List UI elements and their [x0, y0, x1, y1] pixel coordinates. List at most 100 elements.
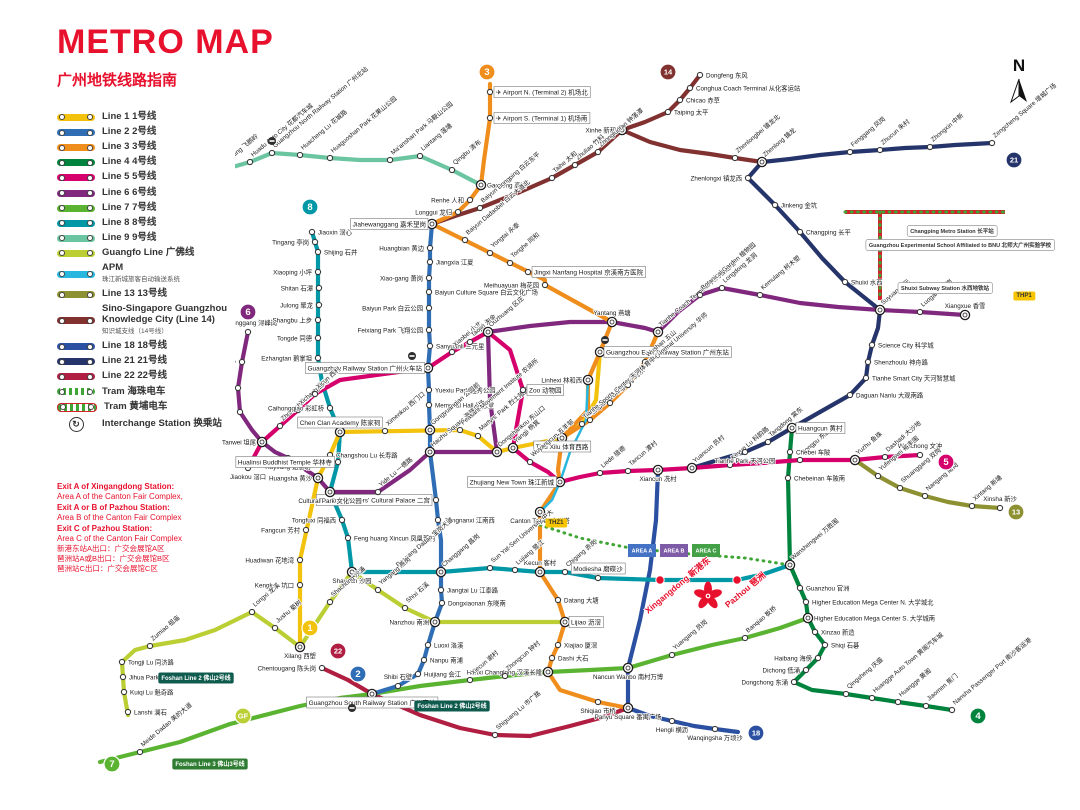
station: [416, 152, 424, 160]
station: [466, 676, 474, 684]
line-badge-label: 13: [1012, 508, 1020, 517]
station: [916, 451, 924, 459]
station-label: Lanshi 澜石: [134, 708, 167, 717]
interchange-station-inner: [429, 221, 435, 227]
line-badge-7: [103, 755, 121, 773]
station-label: Nansha Passenger Port 南沙客运港: [951, 635, 1034, 707]
interchange-station: [346, 566, 358, 578]
station: [491, 731, 499, 739]
line-badge-label: 3: [484, 67, 489, 78]
station: [676, 96, 684, 104]
station: [668, 717, 676, 725]
legend-item-tram-huangpu: Tram 黄埔电车: [57, 401, 235, 413]
station-label: Guangzhou South Railway Station 广州南站: [309, 698, 436, 707]
station: [874, 472, 882, 480]
station-label: Yuzhu 鱼珠: [854, 429, 885, 457]
station-label: ✈ Airport S. (Terminal 1) 机场南: [496, 114, 588, 123]
legend-label: Line 18 18号线: [102, 340, 167, 352]
station: [554, 641, 562, 649]
line-swatch-line22: [57, 373, 95, 381]
legend-label: Line 21 21号线: [102, 355, 167, 367]
station: [448, 348, 456, 356]
station-label: Nancun Wanbo 南村万博: [593, 672, 664, 681]
map-box: [545, 518, 568, 528]
station-label: Chen Clan Academy 陈家祠: [300, 418, 381, 427]
station: [246, 158, 254, 166]
legend-item-line2: Line 2 2号线: [57, 126, 235, 138]
line-swatch-guangfo: [57, 249, 95, 257]
line-badge-2: [349, 665, 367, 683]
station: [136, 748, 144, 756]
station: [744, 174, 752, 182]
note-line: 琶洲站A或B出口：广交会展馆B区: [57, 554, 170, 564]
legend-label: Interchange Station 换乘站: [102, 417, 222, 429]
station: [296, 556, 304, 564]
station-label: Daguan Nanlu 大观南路: [856, 391, 924, 400]
canton-fair-area: [692, 544, 720, 557]
note-line: Area B of the Canton Fair Complex: [57, 513, 182, 523]
interchange-station: [559, 616, 571, 628]
legend-item-tram-haizhu: Tram 海珠电车: [57, 386, 235, 398]
station-label: Science City 科学城: [878, 341, 934, 350]
station: [425, 304, 433, 312]
metro-line-line18: [625, 467, 741, 735]
interchange-station-inner: [494, 449, 500, 455]
station-label: Zhenlongxi 镇龙西: [691, 174, 742, 183]
station: [921, 492, 929, 500]
station-label: Changshou Lu 长寿路: [336, 451, 398, 460]
station-label: Kengkou 坑口: [255, 581, 294, 590]
interchange-station: [622, 702, 634, 714]
station: [526, 458, 534, 466]
station: [296, 151, 304, 159]
line-badge-6: [239, 303, 257, 321]
station-label: Xinzao 新造: [821, 628, 855, 637]
station: [466, 338, 474, 346]
legend-item-line1: Line 1 1号线: [57, 111, 235, 123]
station: [426, 258, 434, 266]
station: [686, 84, 694, 92]
interchange-station-inner: [625, 705, 631, 711]
station-label: Guangzhou East Railway Station 广州东站: [606, 348, 729, 357]
station: [344, 534, 352, 542]
station: [238, 358, 246, 366]
interchange-station-inner: [537, 509, 543, 515]
interchange-station: [542, 666, 554, 678]
station-label: Ezhangtan 鹅掌坦: [261, 354, 312, 363]
interchange-station: [534, 566, 546, 578]
station-label: Huangsha 黄沙: [269, 474, 313, 483]
station: [868, 341, 876, 349]
legend-item-line18: Line 18 18号线: [57, 340, 235, 352]
station: [425, 386, 433, 394]
station-label: Renhe 人和: [431, 196, 464, 205]
line-badge-5: [937, 453, 955, 471]
station-label: Dichong 低涌: [763, 666, 800, 675]
interchange-station-inner: [759, 159, 765, 165]
map-box-label: Guangzhou Experimental School Affiliated…: [869, 241, 1052, 249]
map-box-label: Shuixi Subway Station 水西地铁站: [901, 284, 990, 292]
station-label: Conghua Coach Terminal 从化客运站: [696, 84, 801, 93]
legend-label: Line 6 6号线: [102, 186, 157, 198]
interchange-station: [622, 662, 634, 674]
line-badge-label: 4: [975, 711, 981, 722]
station-label: Huijiang 会江: [424, 670, 462, 679]
metro-line-apm: [538, 378, 590, 514]
legend-item-line22: Line 22 22号线: [57, 370, 235, 382]
interchange-station: [475, 179, 487, 191]
interchange-station: [652, 326, 664, 338]
station: [896, 484, 904, 492]
station: [868, 694, 876, 702]
station-label: Dongchong 东涌: [741, 678, 788, 687]
note-line: Area A of the Canton Fair Complex,: [57, 492, 183, 502]
line-badge-13: [1007, 503, 1025, 521]
interchange-station-inner: [485, 329, 491, 335]
legend-label: Line 9 9号线: [102, 231, 157, 243]
station-label: Datang 大塘: [564, 596, 599, 605]
station-label: Xiancun 冼村: [639, 474, 677, 483]
station-label-box: [493, 86, 591, 98]
interchange-station-inner: [337, 429, 343, 435]
station: [338, 516, 346, 524]
station-label-box: [297, 416, 383, 429]
station-label: Higher Education Mega Center N. 大学城北: [812, 598, 934, 607]
